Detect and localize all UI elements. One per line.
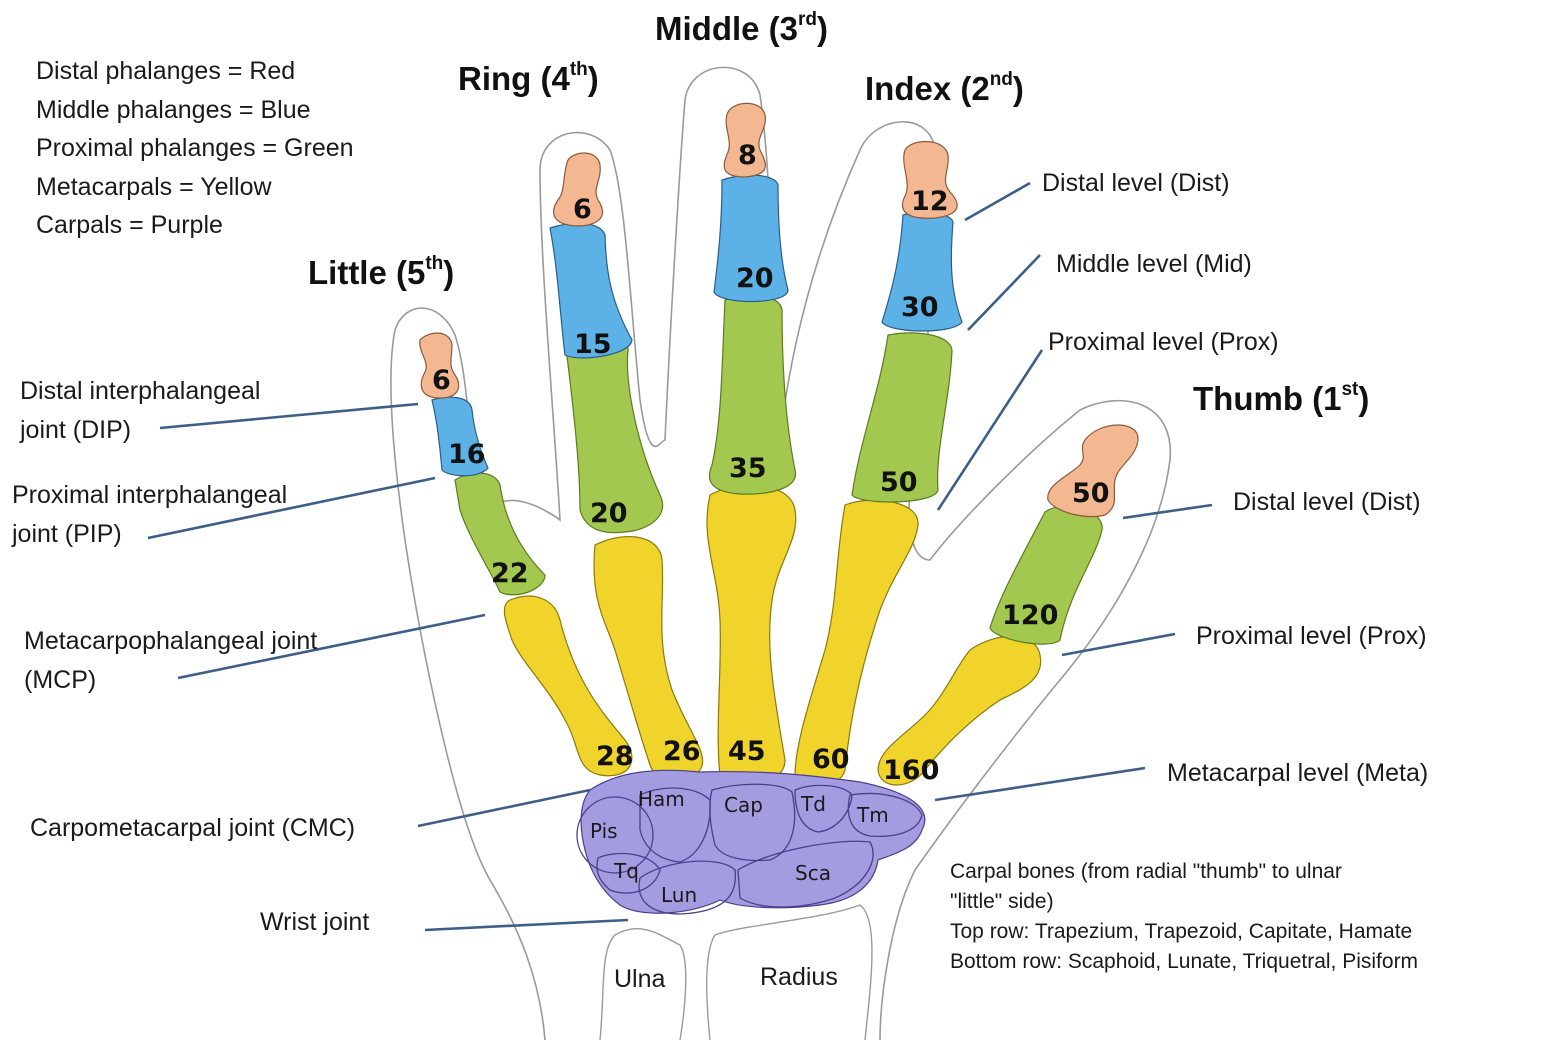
label-metacarpal-level: Metacarpal level (Meta) [1167,761,1428,786]
value-index-distal: 12 [911,186,949,217]
carpal-label-cap: Cap [724,793,763,817]
value-index-middle: 30 [901,292,939,323]
carpal-label-td: Td [800,792,826,816]
value-index-proximal: 50 [880,467,918,498]
label-mcp-line1: Metacarpophalangeal joint [24,622,317,661]
label-cmc: Carpometacarpal joint (CMC) [30,816,355,841]
carpal-label-lun: Lun [661,883,697,907]
finger-title-ring: Ring (4th) [458,62,599,95]
leader-prox-thumb [1062,634,1175,655]
carpal-note-line4: Bottom row: Scaphoid, Lunate, Triquetral… [950,947,1418,977]
carpal-label-sca: Sca [795,861,831,885]
value-middle-proximal: 35 [729,453,767,484]
leader-wrist [425,920,628,930]
carpal-note-line1: Carpal bones (from radial "thumb" to uln… [950,857,1418,887]
finger-title-index: Index (2nd) [865,72,1024,105]
leader-meta [935,768,1145,800]
label-mcp: Metacarpophalangeal joint (MCP) [24,622,317,700]
color-legend: Distal phalanges = Red Middle phalanges … [36,52,354,245]
carpals [577,770,925,914]
label-pip: Proximal interphalangeal joint (PIP) [12,476,287,554]
leader-cmc [418,790,590,826]
carpal-bones-note: Carpal bones (from radial "thumb" to uln… [950,857,1418,977]
leader-prox-finger [938,350,1042,510]
value-thumb-metacarpal: 160 [883,755,939,786]
value-middle-metacarpal: 45 [728,736,766,767]
metacarpals [504,485,1040,786]
label-pip-line2: joint (PIP) [12,515,287,554]
label-radius: Radius [760,965,838,990]
leader-dist-thumb [1123,505,1212,518]
value-thumb-distal: 50 [1072,478,1110,509]
carpal-label-tq: Tq [613,859,639,883]
value-ring-middle: 15 [574,329,612,360]
label-proximal-level-thumb: Proximal level (Prox) [1196,624,1427,649]
label-distal-level-thumb: Distal level (Dist) [1233,490,1421,515]
finger-title-thumb: Thumb (1st) [1193,382,1369,415]
finger-title-middle: Middle (3rd) [655,12,828,45]
label-dip-line1: Distal interphalangeal [20,372,260,411]
value-ring-proximal: 20 [590,498,628,529]
value-thumb-proximal: 120 [1002,600,1058,631]
value-middle-middle: 20 [736,263,774,294]
leader-dist-finger [965,183,1030,220]
finger-title-little: Little (5th) [308,256,454,289]
proximal-phalanges [455,295,1102,644]
label-dip-line2: joint (DIP) [20,411,260,450]
label-pip-line1: Proximal interphalangeal [12,476,287,515]
value-index-metacarpal: 60 [812,744,850,775]
label-wrist: Wrist joint [260,910,369,935]
legend-carpal: Carpals = Purple [36,206,354,245]
label-middle-level-finger: Middle level (Mid) [1056,252,1252,277]
legend-metacarpal: Metacarpals = Yellow [36,168,354,207]
label-distal-level-finger: Distal level (Dist) [1042,171,1230,196]
value-little-proximal: 22 [491,558,529,589]
carpal-note-line2: "little" side) [950,887,1418,917]
label-mcp-line2: (MCP) [24,661,317,700]
carpal-mass [581,770,925,913]
label-ulna: Ulna [614,967,665,992]
value-little-metacarpal: 28 [596,741,634,772]
legend-middle: Middle phalanges = Blue [36,91,354,130]
carpal-label-tm: Tm [856,803,889,827]
value-little-middle: 16 [448,439,486,470]
leader-mid-finger [968,255,1040,330]
value-ring-distal: 6 [573,194,592,225]
carpal-note-line3: Top row: Trapezium, Trapezoid, Capitate,… [950,917,1418,947]
legend-distal: Distal phalanges = Red [36,52,354,91]
legend-proximal: Proximal phalanges = Green [36,129,354,168]
label-proximal-level-finger: Proximal level (Prox) [1048,330,1279,355]
value-little-distal: 6 [432,365,451,396]
value-middle-distal: 8 [738,140,757,171]
carpal-label-pis: Pis [590,819,618,843]
value-ring-metacarpal: 26 [663,736,701,767]
label-dip: Distal interphalangeal joint (DIP) [20,372,260,450]
carpal-label-ham: Ham [638,787,685,811]
